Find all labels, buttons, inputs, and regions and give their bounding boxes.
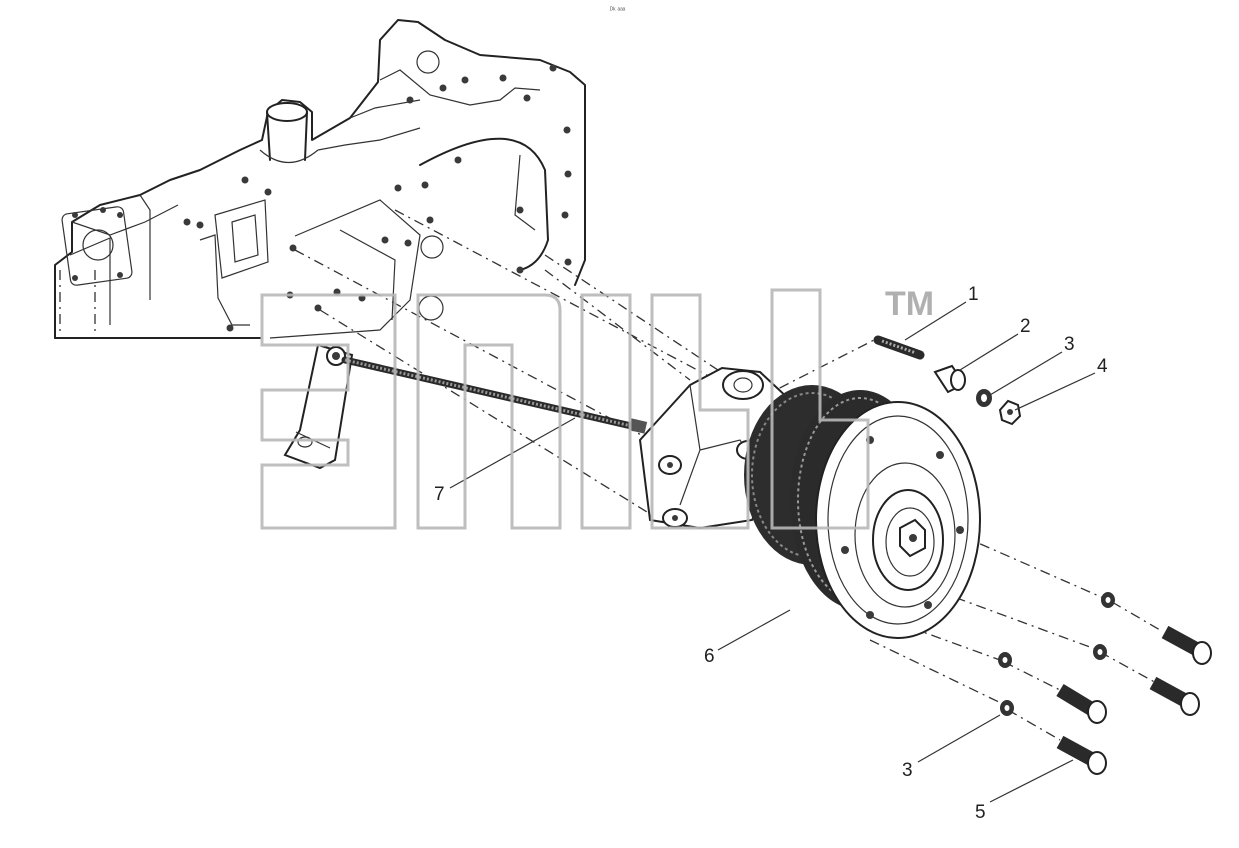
callout-7: 7	[434, 484, 445, 505]
callout-3-upper: 3	[1064, 334, 1075, 355]
callout-3-lower: 3	[902, 760, 913, 781]
header-text: ᴰᵏ ᵃᵃᵃ	[610, 7, 626, 14]
assembly-center-lines	[294, 209, 1161, 741]
callout-4: 4	[1097, 356, 1108, 377]
watermark-trademark: TM	[885, 285, 934, 323]
fan-clutch-pulley	[744, 385, 981, 639]
leader-lines	[449, 301, 1096, 803]
housing-bolt-holes	[183, 64, 572, 332]
mounting-bracket	[283, 343, 354, 470]
callout-labels: 1 2 3 4 7 6 3 5	[434, 284, 1108, 823]
nut-part-4	[998, 399, 1022, 426]
engine-front-housing	[54, 19, 586, 339]
callout-6: 6	[704, 646, 715, 667]
lower-washers-part-3	[998, 592, 1115, 716]
stud-part-1	[873, 335, 925, 360]
washer-part-3-upper	[976, 389, 992, 407]
bolts-part-5	[1056, 625, 1212, 775]
callout-5: 5	[975, 802, 986, 823]
watermark-logo: TM	[260, 285, 934, 530]
callout-1: 1	[968, 284, 979, 305]
callout-2: 2	[1020, 316, 1031, 337]
tension-rod	[341, 356, 648, 434]
spacer-part-2	[933, 364, 966, 394]
